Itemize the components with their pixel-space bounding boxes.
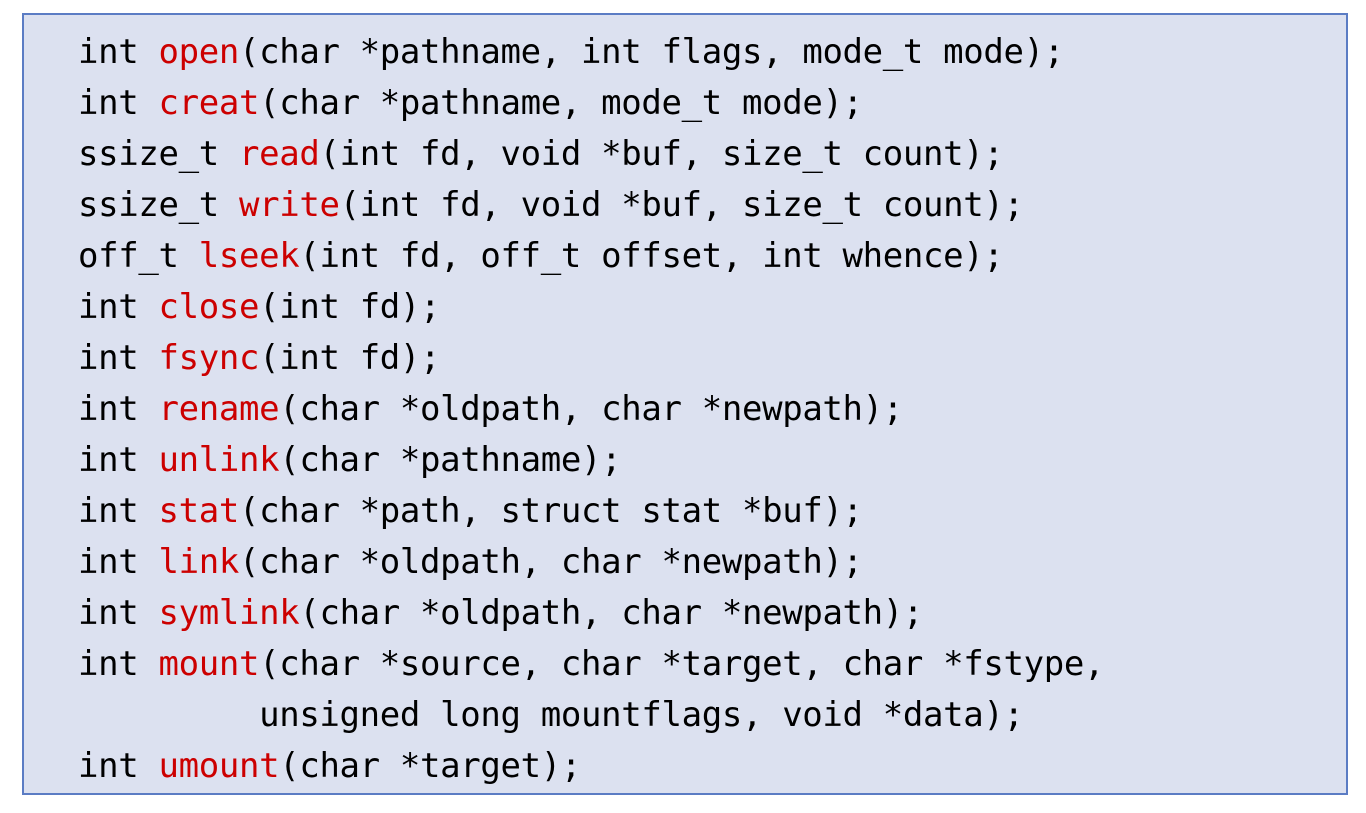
return-type-token: int	[78, 440, 159, 480]
function-name-token: write	[238, 185, 340, 225]
return-type-token: ssize_t	[78, 185, 239, 225]
return-type-token: int	[78, 83, 159, 123]
parameter-list-token: (int fd, void *buf, size_t count);	[339, 185, 1024, 225]
code-line-umount: int umount(char *target);	[78, 741, 1346, 792]
code-line-rename: int rename(char *oldpath, char *newpath)…	[78, 384, 1346, 435]
code-line-close: int close(int fd);	[78, 282, 1346, 333]
return-type-token: ssize_t	[78, 134, 239, 174]
return-type-token: off_t	[78, 236, 199, 276]
function-name-token: read	[238, 134, 320, 174]
parameter-list-token: (char *target);	[279, 746, 581, 786]
return-type-token: unsigned long mountflags, void *data);	[78, 695, 1024, 735]
function-name-token: stat	[158, 491, 239, 531]
code-line-unlink: int unlink(char *pathname);	[78, 435, 1346, 486]
return-type-token: int	[78, 542, 159, 582]
return-type-token: int	[78, 287, 159, 327]
return-type-token: int	[78, 491, 159, 531]
function-name-token: link	[158, 542, 239, 582]
function-name-token: lseek	[198, 236, 300, 276]
parameter-list-token: (char *pathname, mode_t mode);	[259, 83, 863, 123]
parameter-list-token: (int fd);	[259, 287, 441, 327]
return-type-token: int	[78, 746, 159, 786]
code-line-lseek: off_t lseek(int fd, off_t offset, int wh…	[78, 231, 1346, 282]
code-line-read: ssize_t read(int fd, void *buf, size_t c…	[78, 129, 1346, 180]
code-line-stat: int stat(char *path, struct stat *buf);	[78, 486, 1346, 537]
parameter-list-token: (char *oldpath, char *newpath);	[279, 389, 903, 429]
function-name-token: unlink	[158, 440, 280, 480]
parameter-list-token: (int fd);	[259, 338, 441, 378]
parameter-list-token: (char *pathname, int flags, mode_t mode)…	[238, 32, 1064, 72]
function-name-token: mount	[158, 644, 260, 684]
code-line-mount: int mount(char *source, char *target, ch…	[78, 639, 1346, 690]
parameter-list-token: (int fd, void *buf, size_t count);	[319, 134, 1004, 174]
function-name-token: close	[158, 287, 260, 327]
function-name-token: rename	[158, 389, 280, 429]
return-type-token: int	[78, 389, 159, 429]
code-line-fsync: int fsync(int fd);	[78, 333, 1346, 384]
function-name-token: fsync	[158, 338, 260, 378]
parameter-list-token: (char *path, struct stat *buf);	[238, 491, 863, 531]
code-line-symlink: int symlink(char *oldpath, char *newpath…	[78, 588, 1346, 639]
parameter-list-token: (char *oldpath, char *newpath);	[299, 593, 924, 633]
return-type-token: int	[78, 338, 159, 378]
return-type-token: int	[78, 644, 159, 684]
function-name-token: umount	[158, 746, 280, 786]
code-line-open: int open(char *pathname, int flags, mode…	[78, 27, 1346, 78]
parameter-list-token: (int fd, off_t offset, int whence);	[299, 236, 1004, 276]
function-name-token: open	[158, 32, 239, 72]
return-type-token: int	[78, 32, 159, 72]
code-line-write: ssize_t write(int fd, void *buf, size_t …	[78, 180, 1346, 231]
function-name-token: symlink	[158, 593, 300, 633]
parameter-list-token: (char *oldpath, char *newpath);	[238, 542, 863, 582]
function-name-token: creat	[158, 83, 260, 123]
code-panel: int open(char *pathname, int flags, mode…	[22, 13, 1348, 795]
parameter-list-token: (char *source, char *target, char *fstyp…	[259, 644, 1105, 684]
return-type-token: int	[78, 593, 159, 633]
code-line-link: int link(char *oldpath, char *newpath);	[78, 537, 1346, 588]
code-line-creat: int creat(char *pathname, mode_t mode);	[78, 78, 1346, 129]
code-listing: int open(char *pathname, int flags, mode…	[78, 27, 1346, 792]
parameter-list-token: (char *pathname);	[279, 440, 622, 480]
code-line-mount-cont: unsigned long mountflags, void *data);	[78, 690, 1346, 741]
